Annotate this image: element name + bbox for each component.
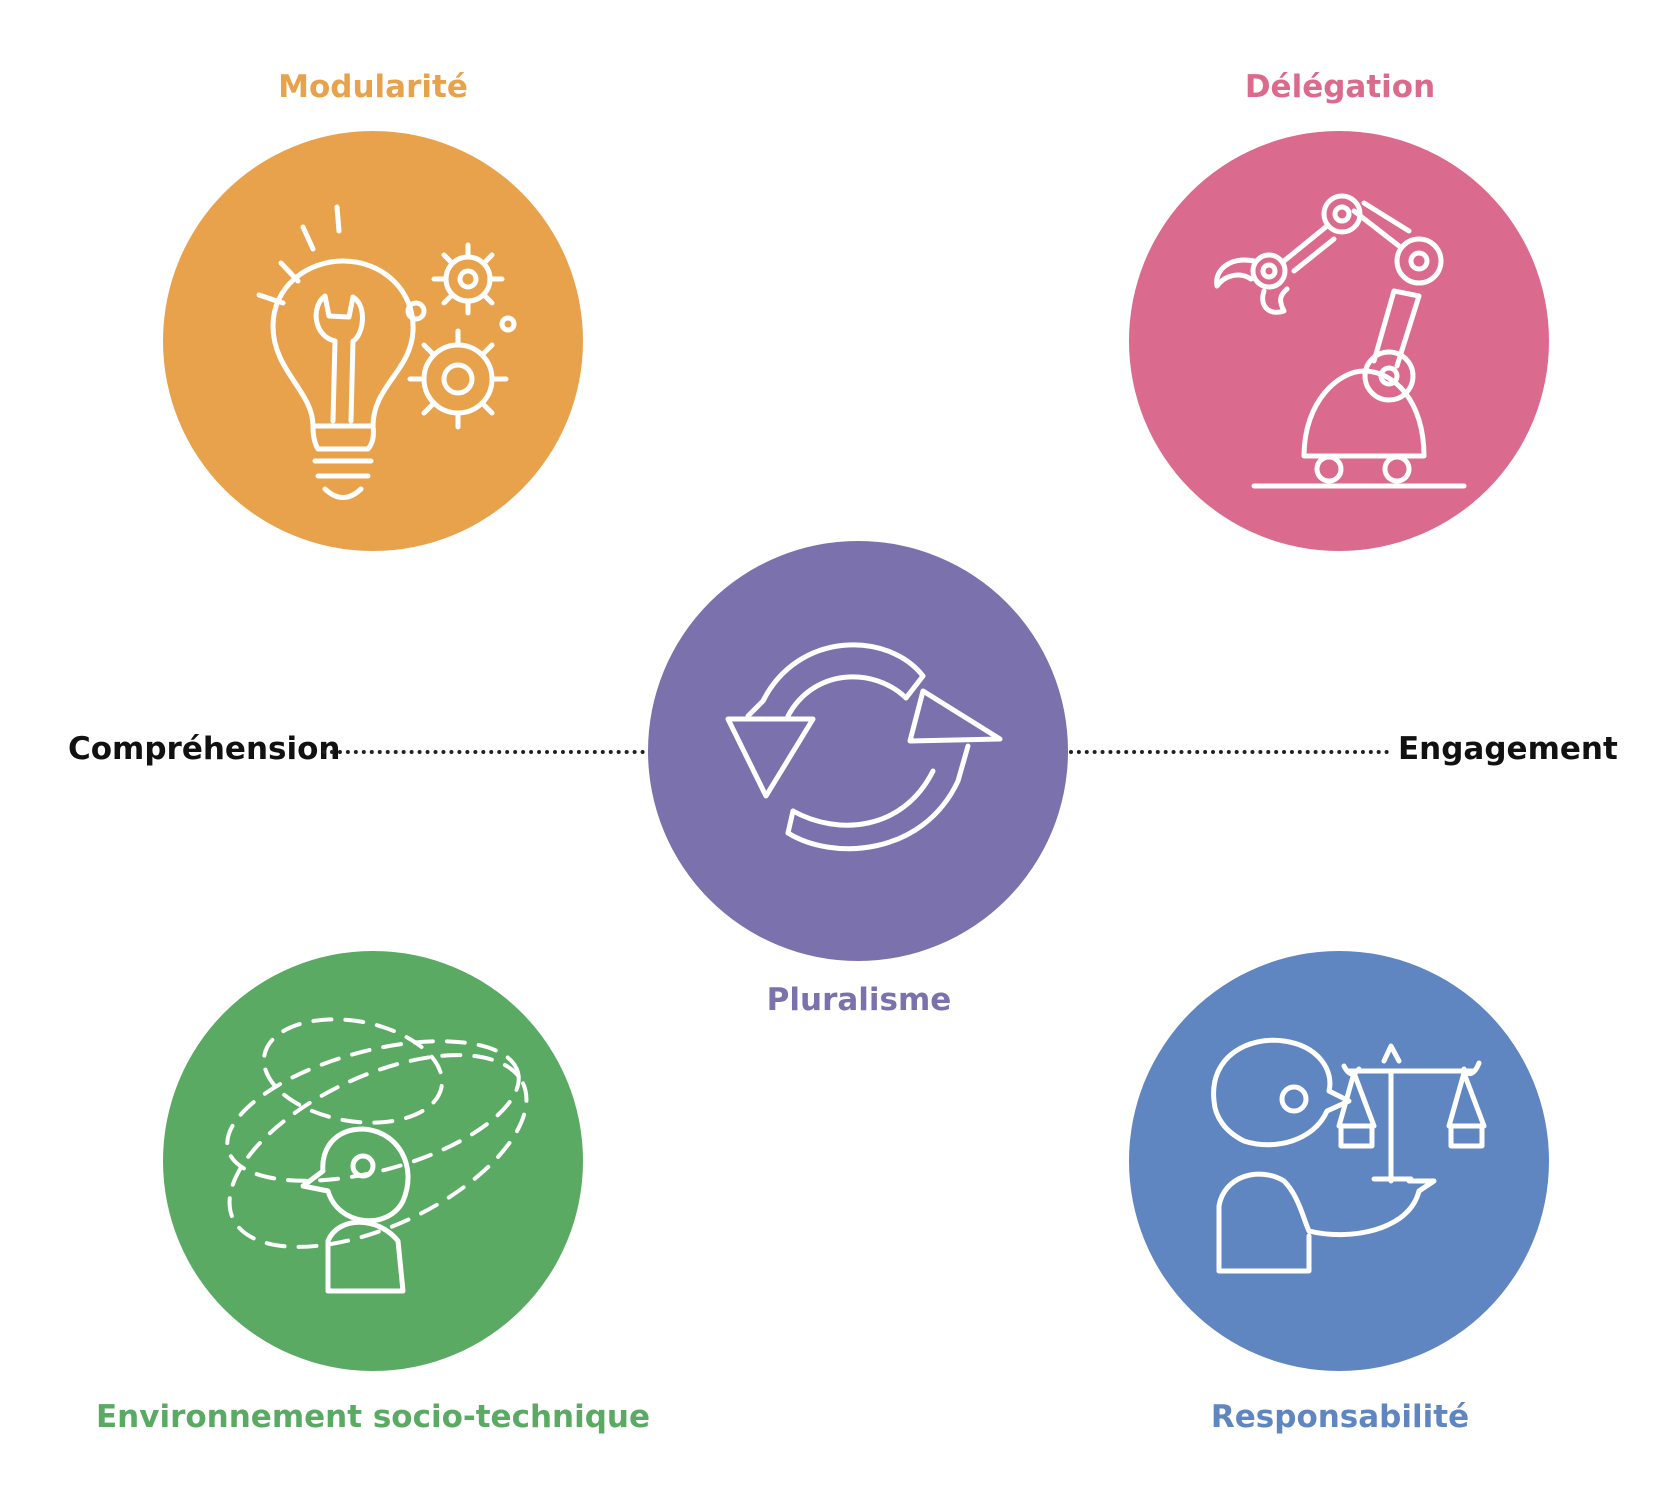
robot-arm-icon xyxy=(1214,193,1467,489)
delegation-circle xyxy=(1129,131,1549,551)
environnement-label: Environnement socio-technique xyxy=(95,1399,651,1435)
environnement-circle xyxy=(163,951,583,1371)
axis-right-line xyxy=(1069,750,1389,754)
responsabilite-circle xyxy=(1129,951,1549,1371)
responsabilite-label: Responsabilité xyxy=(1210,1399,1470,1435)
delegation-label: Délégation xyxy=(1244,69,1436,105)
person-scales-icon xyxy=(1211,1037,1487,1274)
person-orbits-icon xyxy=(225,1017,529,1294)
modularite-label: Modularité xyxy=(278,69,468,105)
pluralisme-circle xyxy=(648,541,1068,961)
cycle-arrows-icon xyxy=(725,642,1003,852)
axis-right-label: Engagement xyxy=(1398,731,1618,767)
axis-left-line xyxy=(322,750,645,754)
axis-left-label: Compréhension xyxy=(68,731,341,767)
lightbulb-gears-icon xyxy=(256,204,517,500)
pluralisme-label: Pluralisme xyxy=(766,982,952,1018)
modularite-circle xyxy=(163,131,583,551)
